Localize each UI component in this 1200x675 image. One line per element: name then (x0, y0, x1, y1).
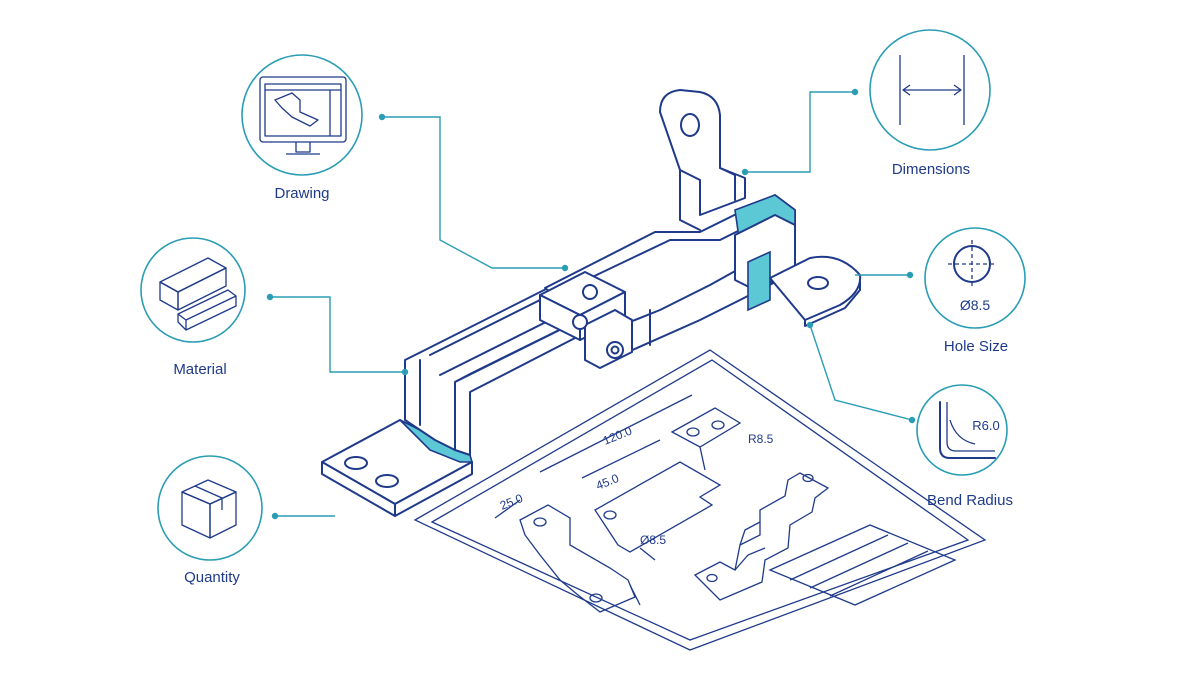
bracket-part (321, 89, 862, 517)
blueprint-sheet: 120.0 45.0 25.0 Ø8.5 R8.5 (413, 349, 987, 651)
dim-hole-diameter: Ø8.5 (640, 533, 666, 547)
metal-stock-icon (159, 257, 237, 331)
box-icon (181, 479, 237, 539)
material-label: Material (173, 361, 227, 378)
callout-hole-size: Ø8.5 (855, 227, 1026, 329)
dim-overall-length: 120.0 (601, 423, 634, 447)
callout-quantity (157, 455, 335, 561)
callout-dimensions (741, 29, 991, 176)
dim-flange-length: 25.0 (498, 491, 525, 513)
bend-radius-value: R6.0 (972, 418, 999, 433)
callout-bend-radius: R6.0 (806, 321, 1008, 476)
flat-part-top-view (539, 394, 742, 561)
quantity-label: Quantity (184, 569, 240, 586)
right-flange (747, 250, 862, 327)
bend-radius-icon (939, 401, 996, 459)
hole-circle-icon (948, 240, 996, 288)
title-block (768, 524, 957, 606)
iso-part-view (693, 472, 830, 601)
vertical-tab (659, 89, 746, 231)
callout-drawing (241, 54, 569, 272)
bend-radius-label: Bend Radius (927, 492, 1013, 509)
dim-radius: R8.5 (748, 432, 774, 446)
hole-size-value: Ø8.5 (960, 297, 991, 313)
dim-middle-length: 45.0 (594, 471, 621, 493)
dimension-arrow-icon (899, 55, 965, 125)
flat-part-side-view (494, 499, 641, 613)
computer-monitor-icon (259, 76, 347, 155)
callout-material (140, 237, 409, 376)
hole-size-label: Hole Size (943, 338, 1009, 355)
dimensions-label: Dimensions (891, 161, 971, 178)
clamp-block (539, 271, 633, 369)
drawing-label: Drawing (274, 185, 330, 202)
